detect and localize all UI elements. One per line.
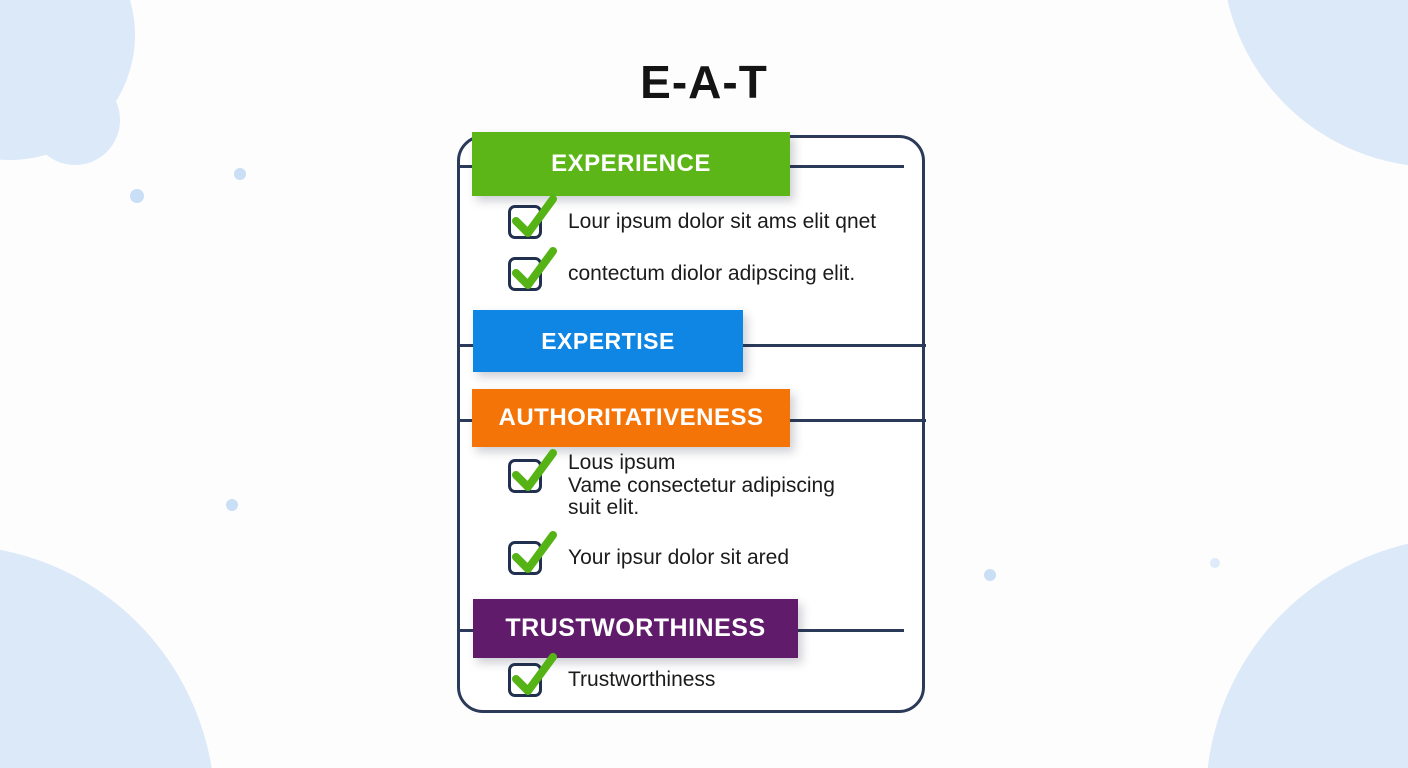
checkbox-icon	[508, 247, 557, 291]
section-header-label: TRUSTWORTHINESS	[505, 614, 766, 642]
section-header-expertise: EXPERTISE	[473, 310, 743, 372]
checkmark-icon	[512, 247, 557, 289]
section-header-authoritativeness: AUTHORITATIVENESS	[472, 389, 790, 447]
page-title: E-A-T	[640, 56, 768, 108]
section-header-label: EXPERIENCE	[551, 150, 711, 177]
checkmark-icon	[512, 531, 557, 573]
section-header-trustworthiness: TRUSTWORTHINESS	[473, 599, 798, 658]
section-header-experience: EXPERIENCE	[472, 132, 790, 196]
checkmark-icon	[512, 449, 557, 491]
section-header-label: EXPERTISE	[541, 327, 675, 354]
checkbox-icon	[508, 653, 557, 697]
section-header-label: AUTHORITATIVENESS	[498, 404, 764, 431]
decor-dot	[1210, 558, 1220, 568]
decor-blob-bottom-right	[1206, 537, 1408, 768]
checkmark-icon	[512, 195, 557, 237]
checklist-item: Lous ipsum Vame consectetur adipiscing s…	[508, 449, 835, 520]
checklist-item: contectum diolor adipscing elit.	[508, 247, 856, 291]
checklist-item-text: contectum diolor adipscing elit.	[568, 261, 856, 285]
checkbox-icon	[508, 195, 557, 239]
checklist-item-text: Lour ipsum dolor sit ams elit qnet	[568, 209, 877, 233]
decor-dot	[226, 499, 238, 511]
checkbox-icon	[508, 531, 557, 575]
checklist-item-text: Trustworthiness	[568, 667, 716, 691]
checklist-item-text: Lous ipsum Vame consectetur adipiscing s…	[568, 451, 835, 520]
decor-dot	[234, 168, 246, 180]
checklist-item: Trustworthiness	[508, 653, 716, 697]
checkbox-icon	[508, 449, 557, 493]
checklist-item: Your ipsur dolor sit ared	[508, 531, 790, 575]
decor-dot	[130, 189, 144, 203]
checklist-item-text: Your ipsur dolor sit ared	[568, 545, 790, 569]
decor-blob-bottom-left	[0, 545, 215, 768]
decor-dot	[984, 569, 996, 581]
checklist-item: Lour ipsum dolor sit ams elit qnet	[508, 195, 877, 239]
checkmark-icon	[512, 653, 557, 695]
decor-blob-top-left-bump	[30, 75, 120, 165]
